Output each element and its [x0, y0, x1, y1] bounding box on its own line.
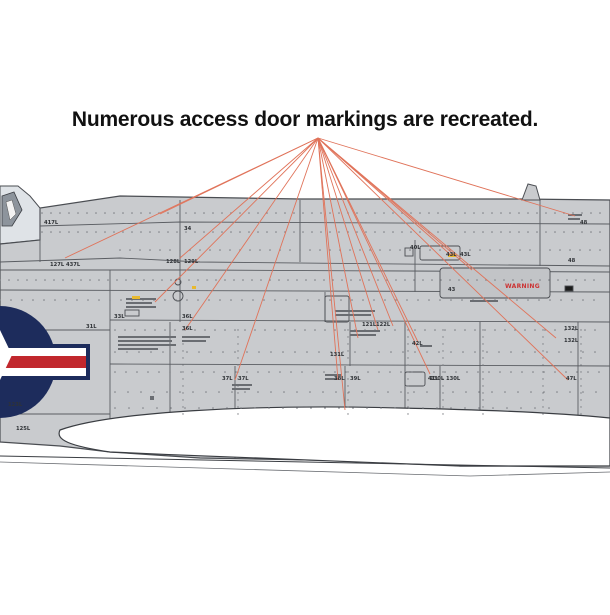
- canopy: [0, 185, 41, 245]
- leader-lines: [64, 137, 576, 411]
- marking-129L: 129L: [184, 259, 199, 265]
- leader-line: [179, 137, 319, 259]
- marking-38L: 38L: [334, 376, 345, 382]
- marking-47L: 47L: [566, 376, 577, 382]
- marking-48-b: 48: [568, 258, 576, 264]
- leader-line: [317, 137, 379, 331]
- leader-line: [317, 137, 569, 381]
- leader-line: [317, 137, 419, 343]
- leader-line: [317, 137, 431, 375]
- marking-132L: 132L: [564, 326, 579, 332]
- marking-127L: 127L: [50, 262, 65, 268]
- leader-line: [317, 137, 359, 339]
- marking-37L-b: 37L: [238, 376, 249, 382]
- leader-line: [184, 137, 319, 331]
- wing-fairing: [58, 406, 610, 467]
- marking-33L: 33L: [114, 314, 125, 320]
- marking-39L: 39L: [350, 376, 361, 382]
- marking-36L-lower: 36L: [182, 326, 193, 332]
- leader-line: [234, 137, 319, 381]
- marking-41L: 41L: [428, 376, 439, 382]
- marking-123L: 123L: [8, 402, 23, 408]
- marking-36L: 36L: [182, 314, 193, 320]
- leader-line: [317, 137, 339, 381]
- marking-48: 48: [580, 220, 588, 226]
- marking-417L: 417L: [44, 220, 59, 226]
- leader-line: [317, 137, 576, 217]
- national-insignia: [0, 306, 90, 418]
- marking-40L: 40L: [410, 245, 421, 251]
- diagram-caption: Numerous access door markings are recrea…: [71, 108, 539, 131]
- marking-31L: 31L: [86, 324, 97, 330]
- marking-130L: 130L: [430, 376, 445, 382]
- leader-line: [64, 137, 319, 259]
- warning-stencil: WARNING: [505, 283, 540, 290]
- marking-37L: 37L: [222, 376, 233, 382]
- marking-42L: 42L: [412, 341, 423, 347]
- marking-122L: 122L: [376, 322, 391, 328]
- marking-43: 43: [448, 287, 456, 293]
- marking-132L-b: 132L: [564, 338, 579, 344]
- leader-line: [154, 137, 319, 303]
- marking-131L: 131L: [330, 352, 345, 358]
- marking-128L: 128L: [166, 259, 181, 265]
- marking-130L-b: 130L: [446, 376, 461, 382]
- leader-line: [317, 137, 394, 327]
- marking-125L: 125L: [16, 426, 31, 432]
- marking-43L-b: 43L: [460, 252, 471, 258]
- marking-43L: 43L: [446, 252, 457, 258]
- leader-line: [317, 137, 346, 411]
- marking-121L: 121L: [362, 322, 377, 328]
- marking-34: 34: [184, 226, 192, 232]
- leader-line: [317, 137, 557, 339]
- rivet-pattern: [0, 212, 601, 415]
- marking-437L: 437L: [66, 262, 81, 268]
